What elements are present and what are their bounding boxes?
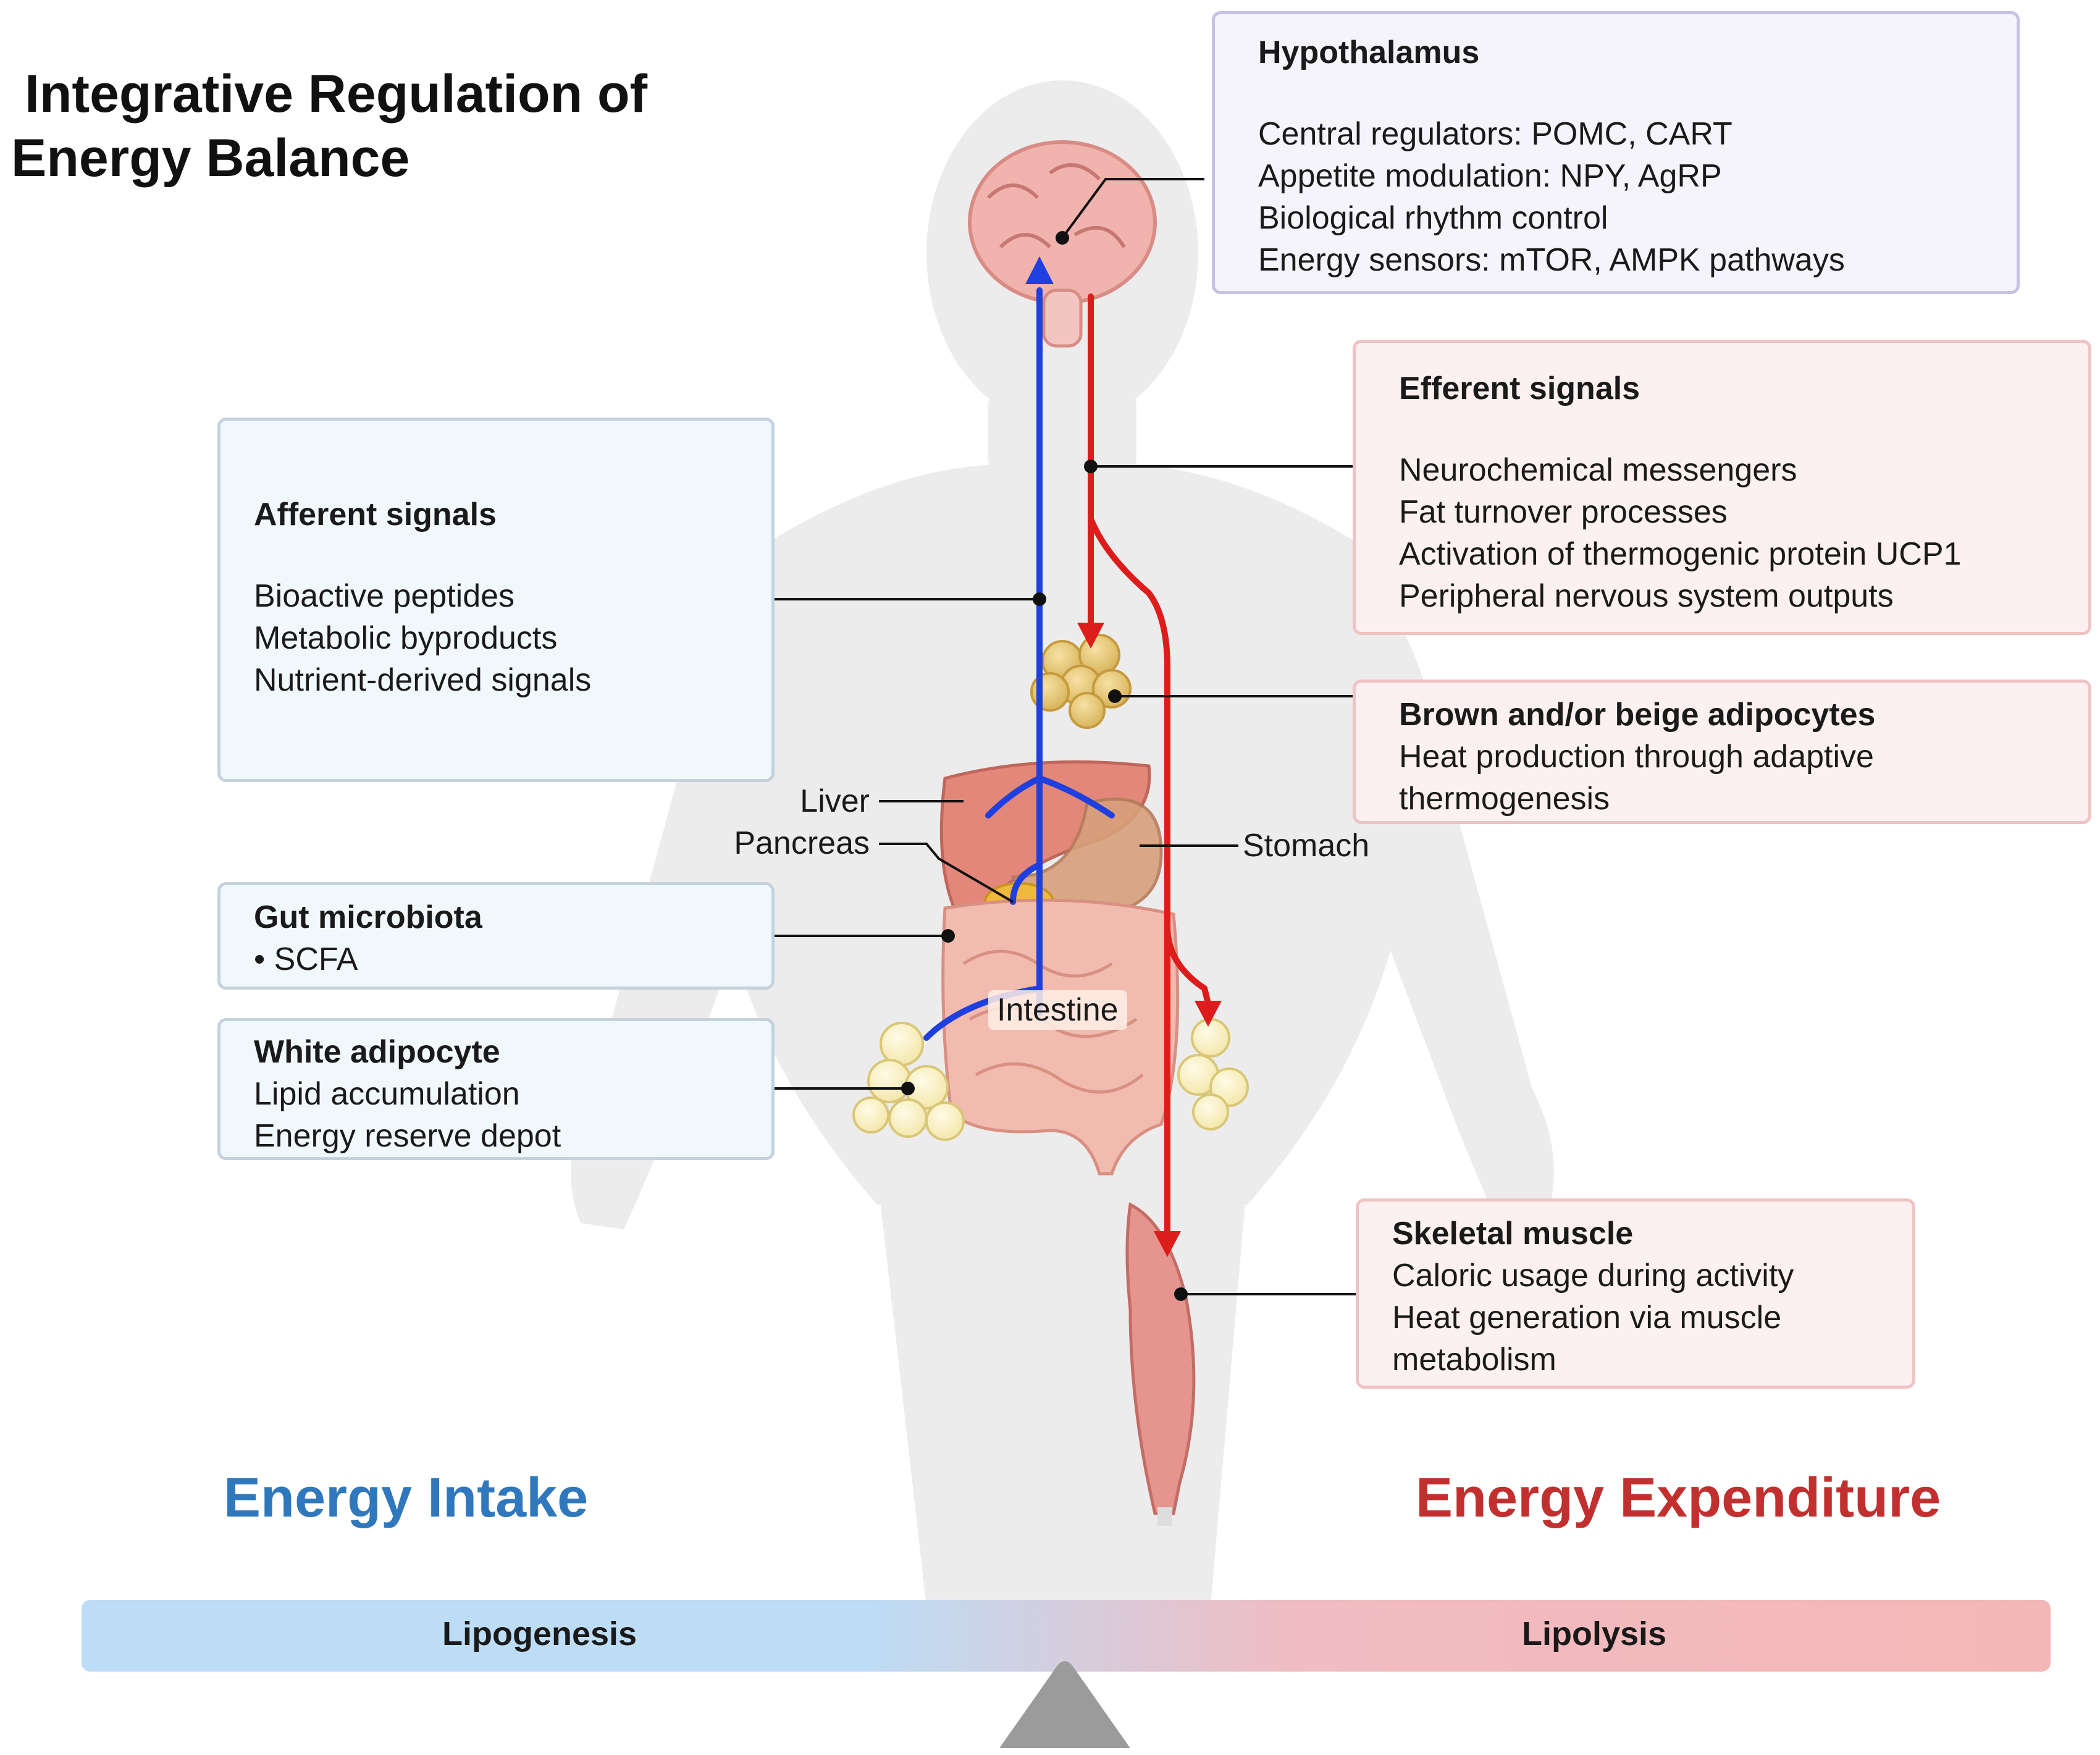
skeletal-muscle-box: Skeletal muscle Caloric usage during act… — [1356, 1198, 1915, 1389]
pancreas-label: Pancreas — [734, 825, 870, 861]
connector-dots — [901, 231, 1188, 1301]
hypothalamus-box: Hypothalamus Central regulators: POMC, C… — [1212, 11, 2020, 294]
afferent-signals-heading: Afferent signals — [254, 497, 497, 532]
stomach-label: Stomach — [1243, 828, 1370, 864]
energy-expenditure-label: Energy Expenditure — [1416, 1467, 1941, 1529]
afferent-signals-box: Afferent signals Bioactive peptides Meta… — [217, 418, 775, 782]
skeletal-muscle-illustration — [1125, 1202, 1196, 1526]
energy-intake-label: Energy Intake — [224, 1467, 589, 1529]
brown-beige-adipocytes-box: Brown and/or beige adipocytes Heat produ… — [1353, 680, 2091, 824]
hypothalamus-line: Biological rhythm control — [1258, 200, 1608, 236]
efferent-signals-line: Neurochemical messengers — [1399, 452, 1797, 488]
skeletal-muscle-line: Caloric usage during activity — [1392, 1258, 1794, 1294]
hypothalamus-line: Energy sensors: mTOR, AMPK pathways — [1258, 242, 1845, 278]
skeletal-muscle-line: metabolism — [1392, 1342, 1556, 1378]
gut-microbiota-box: Gut microbiota • SCFA — [217, 882, 775, 990]
intestine-label: Intestine — [988, 990, 1127, 1030]
white-adipocyte-heading: White adipocyte — [254, 1034, 500, 1070]
efferent-signals-line: Peripheral nervous system outputs — [1399, 578, 1894, 614]
brown-adipocytes-line: Heat production through adaptive — [1399, 739, 1874, 775]
efferent-signals-line: Activation of thermogenic protein UCP1 — [1399, 536, 1962, 572]
white-adipocyte-line: Energy reserve depot — [254, 1118, 561, 1154]
diagram-title: Integrative Regulation of Energy Balance — [11, 62, 740, 190]
efferent-arrowhead-muscle — [1154, 1231, 1181, 1257]
gut-microbiota-line: • SCFA — [254, 941, 358, 977]
efferent-arrowhead-brown — [1077, 623, 1104, 649]
hypothalamus-heading: Hypothalamus — [1258, 35, 1480, 70]
white-adipocyte-line: Lipid accumulation — [254, 1076, 520, 1112]
brain-illustration — [968, 140, 1157, 348]
digestive-organs — [939, 760, 1180, 1176]
skeletal-muscle-line: Heat generation via muscle — [1392, 1300, 1782, 1336]
efferent-signals-line: Fat turnover processes — [1399, 494, 1728, 530]
afferent-signals-line: Nutrient-derived signals — [254, 662, 592, 698]
afferent-arrowhead — [1025, 256, 1054, 284]
balance-bar — [82, 1600, 2051, 1672]
afferent-signal-arrows — [923, 287, 1115, 1041]
brown-adipocytes-heading: Brown and/or beige adipocytes — [1399, 697, 1876, 733]
liver-label: Liver — [800, 783, 870, 819]
lipogenesis-label: Lipogenesis — [442, 1615, 637, 1652]
intestine-shape — [941, 898, 1180, 1176]
lipolysis-label: Lipolysis — [1522, 1615, 1667, 1652]
gut-microbiota-heading: Gut microbiota — [254, 899, 482, 935]
diagram-title-line-2: Energy Balance — [11, 128, 410, 188]
efferent-signals-box: Efferent signals Neurochemical messenger… — [1353, 340, 2091, 635]
diagram-title-line-1: Integrative Regulation of — [25, 64, 648, 124]
afferent-signals-line: Metabolic byproducts — [254, 620, 558, 656]
afferent-signals-line: Bioactive peptides — [254, 578, 515, 614]
white-adipocyte-box: White adipocyte Lipid accumulation Energ… — [217, 1018, 775, 1160]
brown-adipocytes-line: thermogenesis — [1399, 781, 1610, 817]
balance-fulcrum — [999, 1661, 1130, 1748]
connector-lines — [775, 178, 1356, 1295]
skeletal-muscle-heading: Skeletal muscle — [1392, 1216, 1634, 1252]
efferent-signals-heading: Efferent signals — [1399, 371, 1640, 406]
white-adipose-illustration — [852, 1018, 1249, 1141]
hypothalamus-line: Appetite modulation: NPY, AgRP — [1258, 158, 1722, 194]
efferent-arrowhead-white — [1195, 1001, 1222, 1027]
silhouette-neck — [988, 371, 1136, 494]
hypothalamus-line: Central regulators: POMC, CART — [1258, 116, 1732, 152]
